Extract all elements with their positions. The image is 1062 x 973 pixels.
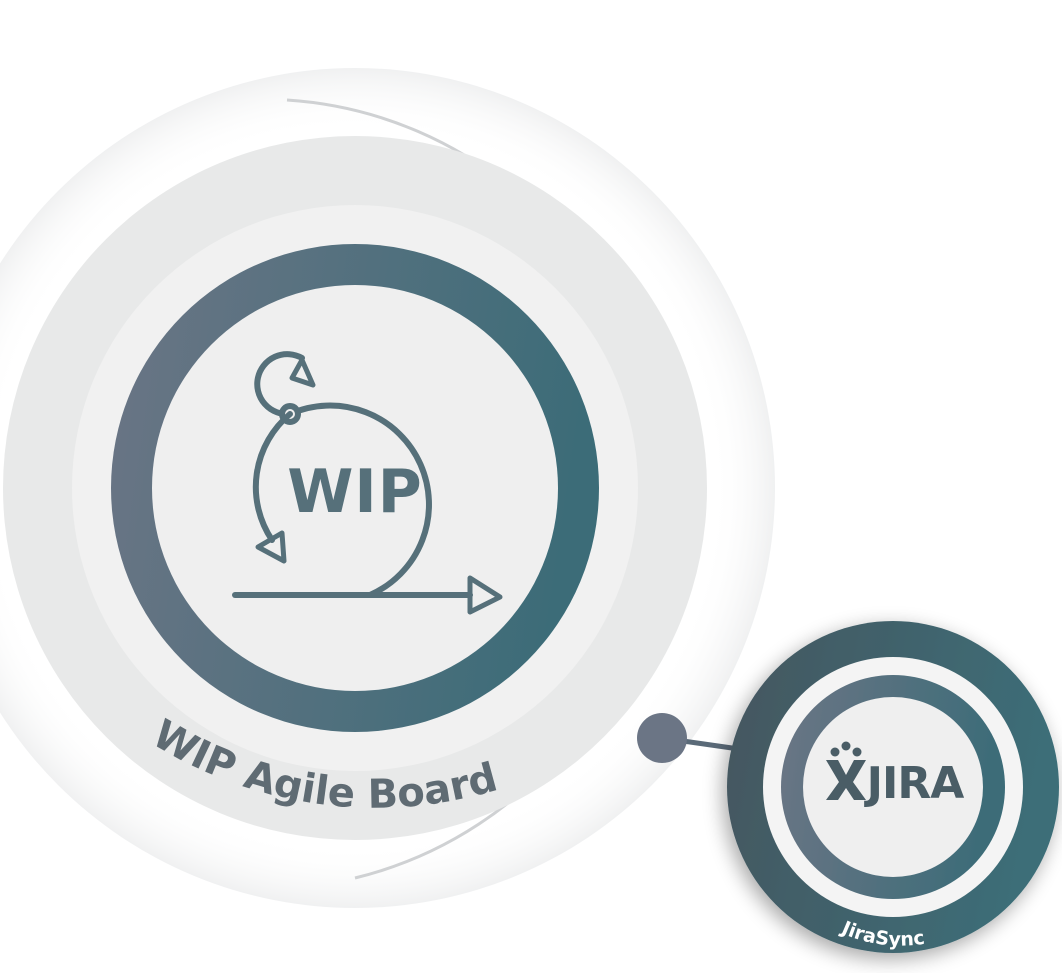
agile-cycle-icon [232,351,503,615]
wip-center-label: WIP [287,457,422,527]
jira-logo-icon [826,741,866,800]
jira-logo-text: JIRA [864,758,965,809]
connector-node[interactable] [637,713,687,763]
main-inner-disc [152,285,558,691]
